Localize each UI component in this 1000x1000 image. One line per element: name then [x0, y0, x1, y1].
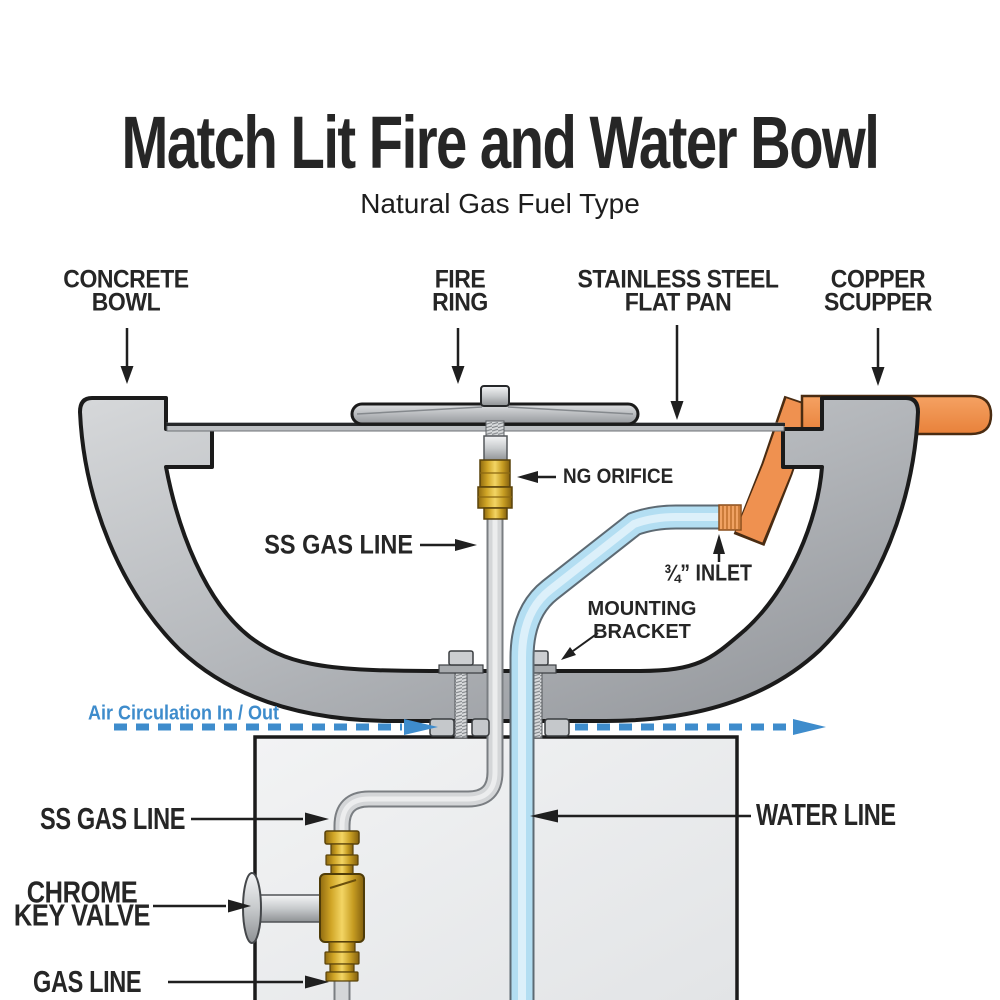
valve-coupling-lower — [329, 963, 355, 973]
air-circulation-arrows — [114, 719, 826, 735]
callout-gas-line: GAS LINE — [33, 964, 142, 999]
page-subtitle: Natural Gas Fuel Type — [360, 188, 640, 219]
bracket-nut — [448, 650, 474, 666]
callout-water-line: WATER LINE — [756, 797, 896, 832]
bracket-foot — [471, 718, 490, 737]
valve-coupling-upper — [324, 830, 360, 845]
washer-plate — [438, 664, 484, 674]
ss-gas-line-upper-pipe — [333, 514, 504, 835]
callout-concrete-bowl: CONCRETE BOWL — [63, 265, 189, 317]
orifice-holder — [483, 435, 508, 462]
valve-stem — [249, 894, 325, 923]
page-title: Match Lit Fire and Water Bowl — [121, 101, 880, 184]
callout-inlet: ¾” INLET — [664, 559, 752, 586]
callout-flat-pan: STAINLESS STEEL FLAT PAN — [577, 265, 779, 317]
inlet-threads — [718, 504, 742, 531]
ng-orifice-collar — [483, 507, 508, 520]
pipe-highlight — [339, 514, 498, 835]
water-pipe-highlight — [518, 513, 721, 1000]
scupper-downpipe — [733, 395, 816, 547]
arrowhead — [670, 401, 684, 420]
valve-coupling-upper — [330, 843, 354, 856]
fire-ring-spoke-left — [356, 406, 483, 415]
arrowhead — [530, 809, 558, 823]
air-arrowhead-right — [793, 719, 826, 735]
arrowhead — [305, 975, 329, 989]
callout-arrows — [120, 325, 885, 989]
water-line-pipe — [509, 504, 721, 1000]
valve-escutcheon — [242, 872, 262, 944]
callout-mounting-bracket: MOUNTING BRACKET — [587, 598, 697, 643]
inlet-nipple — [718, 504, 742, 531]
orifice-threads — [485, 420, 505, 438]
callout-ng-orifice: NG ORIFICE — [563, 465, 674, 488]
arrowhead — [228, 899, 251, 913]
arrowhead — [451, 366, 465, 384]
fire-ring-spoke-right — [507, 406, 634, 415]
arrowhead — [305, 812, 329, 826]
arrowhead — [713, 534, 725, 554]
air-arrowhead-left — [404, 719, 438, 735]
valve-coupling-lower — [328, 941, 356, 953]
callout-fire-ring: FIRE RING — [432, 265, 488, 317]
valve-coupling-upper — [325, 854, 359, 866]
callout-copper-scupper: COPPER SCUPPER — [824, 265, 932, 317]
arrowhead — [871, 367, 885, 386]
arrowhead — [120, 366, 134, 384]
ng-orifice-assembly — [477, 420, 513, 520]
callout-ss-gas-line-lower: SS GAS LINE — [40, 801, 186, 836]
arrowhead — [455, 539, 477, 551]
valve-coupling-lower — [325, 971, 359, 982]
valve-coupling-lower — [324, 951, 360, 965]
callout-ss-gas-line-upper: SS GAS LINE — [264, 529, 413, 560]
scupper-downpipe-fill — [735, 398, 814, 543]
concrete-bowl-body — [78, 396, 920, 723]
fire-ring-hub — [480, 385, 510, 407]
bracket-foot — [544, 718, 570, 737]
arrowhead — [517, 471, 538, 483]
chrome-key-valve — [242, 830, 365, 982]
valve-key-slot — [329, 879, 357, 889]
arrow-mounting-bracket — [572, 632, 599, 652]
label-air-circulation: Air Circulation In / Out — [88, 702, 280, 725]
arrowhead — [561, 647, 576, 660]
fire-ring — [350, 385, 640, 426]
callout-chrome-key-valve: CHROME KEY VALVE — [13, 874, 151, 933]
